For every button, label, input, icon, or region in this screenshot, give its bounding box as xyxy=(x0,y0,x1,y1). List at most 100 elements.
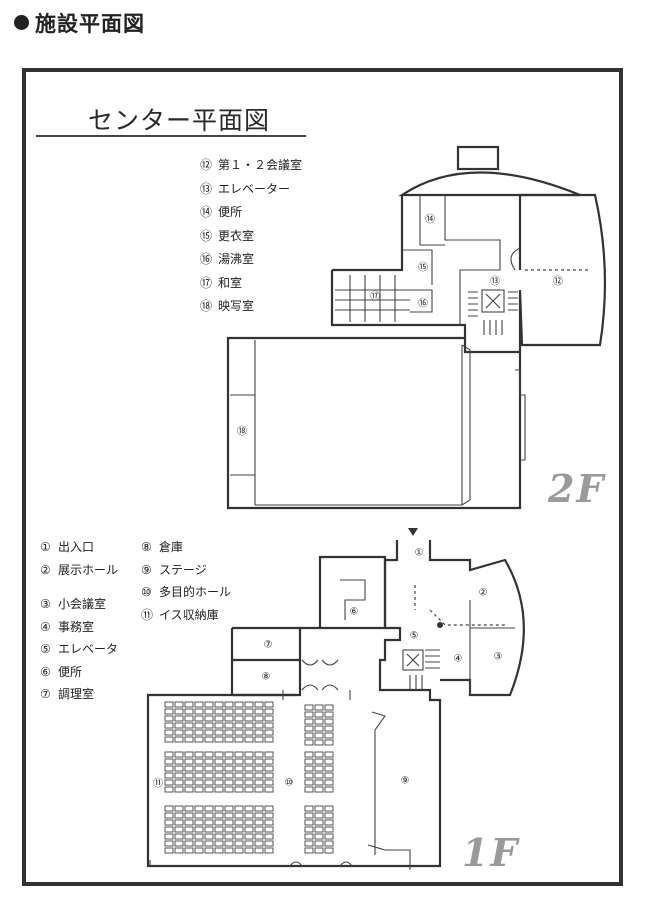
seat xyxy=(324,718,334,725)
seat xyxy=(174,833,184,840)
seat xyxy=(254,701,264,708)
seat xyxy=(184,779,194,786)
seat xyxy=(234,758,244,765)
tatami-grid xyxy=(335,275,410,322)
seat xyxy=(174,729,184,736)
seat xyxy=(234,736,244,743)
seat xyxy=(224,729,234,736)
seat xyxy=(204,736,214,743)
seat xyxy=(204,715,214,722)
seat xyxy=(194,765,204,772)
toilet-walls-2f xyxy=(419,195,501,325)
seat xyxy=(194,840,204,847)
seat xyxy=(254,715,264,722)
seat xyxy=(244,722,254,729)
elevator-2f xyxy=(481,289,505,313)
seat xyxy=(234,805,244,812)
seat xyxy=(304,765,314,772)
seat xyxy=(214,736,224,743)
seat xyxy=(254,722,264,729)
seat xyxy=(224,708,234,715)
seat xyxy=(324,847,334,854)
seat xyxy=(314,772,324,779)
seat xyxy=(244,751,254,758)
room-number-marker: ④ xyxy=(454,654,463,665)
seat xyxy=(174,736,184,743)
seat xyxy=(214,751,224,758)
seat xyxy=(304,751,314,758)
seat xyxy=(194,729,204,736)
seat xyxy=(224,826,234,833)
seat xyxy=(224,833,234,840)
seat xyxy=(234,765,244,772)
seat xyxy=(324,819,334,826)
seat xyxy=(184,812,194,819)
seat xyxy=(264,819,274,826)
seat xyxy=(264,812,274,819)
seat xyxy=(324,779,334,786)
seat xyxy=(314,732,324,739)
seat xyxy=(254,751,264,758)
room-number-marker: ⑧ xyxy=(262,672,271,683)
seat xyxy=(224,819,234,826)
seat xyxy=(264,826,274,833)
toilet-inner xyxy=(340,579,366,620)
floor-label-2f: 2F xyxy=(548,466,606,511)
seat xyxy=(204,758,214,765)
seat xyxy=(314,805,324,812)
room-number-marker: ⑩ xyxy=(285,778,294,789)
seat xyxy=(254,840,264,847)
seat xyxy=(194,758,204,765)
seat xyxy=(264,840,274,847)
seat xyxy=(194,708,204,715)
room-number-marker: ⑰ xyxy=(370,291,380,303)
seat xyxy=(234,847,244,854)
seat xyxy=(314,786,324,793)
seat xyxy=(184,840,194,847)
seat xyxy=(254,779,264,786)
seat xyxy=(174,779,184,786)
seat xyxy=(324,805,334,812)
seat xyxy=(234,819,244,826)
seat xyxy=(244,779,254,786)
hall-2f-side xyxy=(461,344,471,506)
bullet-icon xyxy=(14,15,29,30)
seat xyxy=(264,722,274,729)
seat xyxy=(254,772,264,779)
elevator-1f xyxy=(402,649,424,671)
seat xyxy=(224,805,234,812)
seat xyxy=(254,708,264,715)
seat xyxy=(314,704,324,711)
title-rule xyxy=(36,135,306,137)
seat xyxy=(324,711,334,718)
seat xyxy=(174,715,184,722)
room-number-marker: ⑨ xyxy=(401,776,410,787)
seat xyxy=(314,751,324,758)
plan-2f xyxy=(226,145,607,510)
seat xyxy=(174,722,184,729)
seat xyxy=(164,826,174,833)
seat xyxy=(164,786,174,793)
seat xyxy=(304,840,314,847)
entrance-exhibit-walls xyxy=(383,540,525,697)
seat xyxy=(314,739,324,746)
hall-2f-outline xyxy=(226,336,522,510)
room-number-marker: ⑬ xyxy=(490,276,500,288)
seat xyxy=(324,732,334,739)
seat xyxy=(304,732,314,739)
stairs-1f xyxy=(409,649,440,690)
seat xyxy=(184,736,194,743)
seat xyxy=(164,772,174,779)
seat xyxy=(194,819,204,826)
seat xyxy=(254,819,264,826)
seat xyxy=(234,833,244,840)
seat xyxy=(254,786,264,793)
seat xyxy=(304,847,314,854)
seat xyxy=(224,847,234,854)
seat xyxy=(204,751,214,758)
